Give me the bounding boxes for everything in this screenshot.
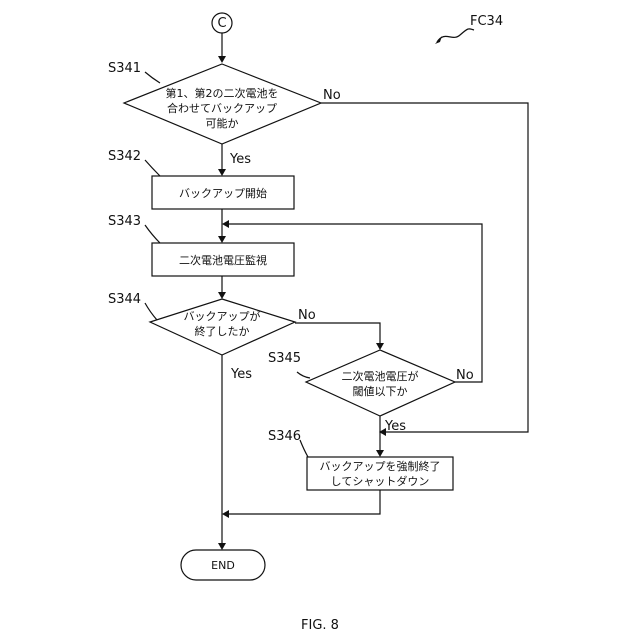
edge-c-to-s341-arrowhead (218, 56, 226, 63)
step-leader-s346 (300, 440, 308, 457)
decision-s344-text-2: 終了したか (195, 324, 250, 338)
edge-label-s345-yes: Yes (384, 419, 406, 434)
figure-ref-label: FC34 (470, 14, 503, 29)
edge-s344-no (295, 323, 380, 345)
figure-caption: FIG. 8 (301, 618, 339, 633)
step-leader-s345 (297, 372, 310, 378)
decision-s341-text-2: 合わせてバックアップ (167, 101, 277, 115)
edge-label-s344-yes: Yes (230, 367, 252, 382)
edge-s344-yes-arrowhead (218, 543, 226, 550)
edge-s344-no-arrowhead (376, 343, 384, 350)
step-leader-s341 (145, 72, 160, 83)
step-id-s344: S344 (108, 292, 141, 307)
edge-s345-yes-arrowhead (376, 450, 384, 457)
step-leader-s343 (145, 225, 160, 243)
process-s343-text: 二次電池電圧監視 (179, 253, 267, 267)
decision-s345-text-1: 二次電池電圧が (342, 369, 419, 383)
edge-label-s345-no: No (456, 368, 474, 383)
edge-label-s344-no: No (298, 308, 316, 323)
edge-label-s341-yes: Yes (229, 152, 251, 167)
step-id-s346: S346 (268, 429, 301, 444)
edge-s342-to-s343-arrowhead (218, 236, 226, 243)
process-s346-text-1: バックアップを強制終了 (320, 459, 441, 473)
step-leader-s342 (145, 160, 160, 176)
decision-s341-text-3: 可能か (206, 116, 239, 130)
decision-s345 (306, 350, 455, 416)
figure-ref-arrowhead (435, 36, 442, 44)
edge-s341-yes-arrowhead (218, 169, 226, 176)
connector-c-label: C (217, 16, 226, 31)
step-id-s345: S345 (268, 351, 301, 366)
step-id-s343: S343 (108, 214, 141, 229)
decision-s345-text-2: 閾値以下か (353, 385, 408, 398)
edge-s343-to-s344-arrowhead (218, 292, 226, 299)
decision-s341-text-1: 第1、第2の二次電池を (166, 86, 279, 100)
edge-s346-to-end (229, 490, 380, 514)
decision-s344-text-1: バックアップが (184, 309, 261, 323)
edge-s345-no-loop-arrowhead (222, 220, 229, 228)
process-s342-text: バックアップ開始 (179, 186, 267, 200)
step-id-s341: S341 (108, 61, 141, 76)
figure-ref-leader (437, 29, 474, 42)
step-id-s342: S342 (108, 149, 141, 164)
process-s346-text-2: してシャットダウン (331, 474, 430, 488)
edge-label-s341-no: No (323, 88, 341, 103)
edge-s346-to-end-arrowhead (222, 510, 229, 518)
terminator-end-label: END (211, 559, 235, 572)
step-leader-s344 (145, 303, 157, 320)
